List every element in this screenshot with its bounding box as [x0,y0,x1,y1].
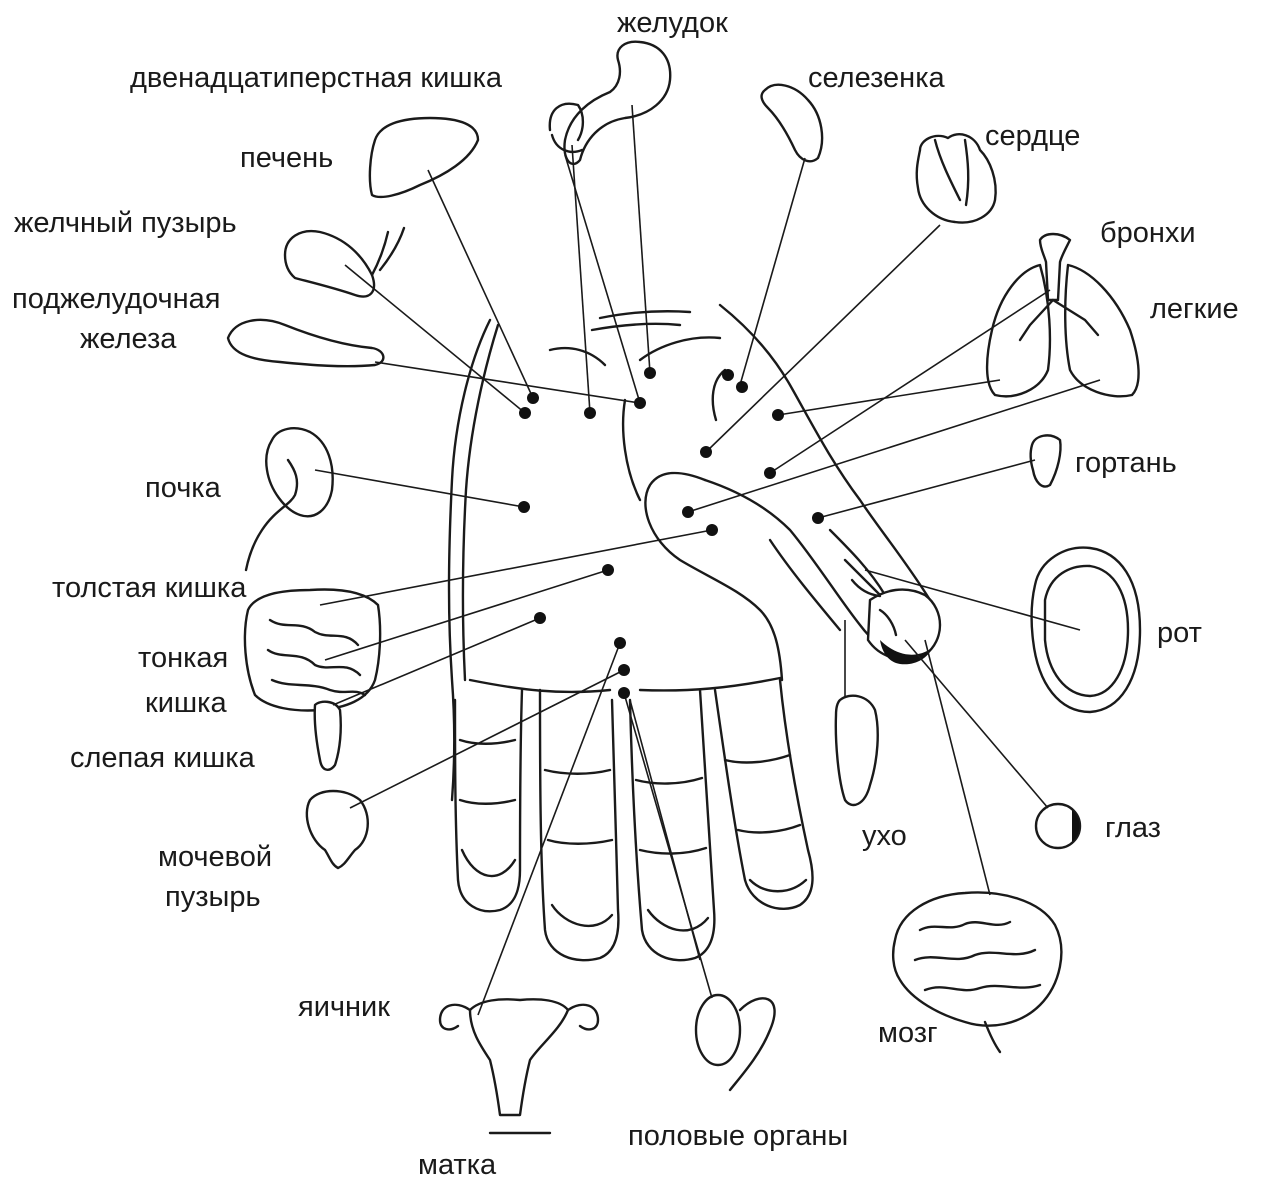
point-stomach [644,367,656,379]
point-bronchi [764,467,776,479]
label-ear: ухо [862,820,907,852]
label-mouth: рот [1157,617,1202,649]
point-spleen-2 [736,381,748,393]
larynx-icon [1031,435,1061,486]
point-liver [527,392,539,404]
ear-icon [836,696,878,805]
point-lungs-2 [682,506,694,518]
label-kidney: почка [145,472,222,504]
lungs-icon [987,265,1050,396]
liver-icon [370,118,478,197]
label-bronchi: бронхи [1100,217,1196,249]
label-lungs: легкие [1150,293,1239,325]
point-cecum [534,612,546,624]
label-duodenum: двенадцатиперстная кишка [130,62,503,94]
cecum-icon [315,702,341,770]
label-cecum: слепая кишка [70,742,256,774]
label-large-intestine: толстая кишка [52,572,247,604]
point-kidney [518,501,530,513]
label-eye: глаз [1105,812,1161,844]
point-spleen-1 [722,369,734,381]
label-bladder-line2: пузырь [165,881,261,913]
label-bladder-line1: мочевой [158,841,272,873]
bladder-icon [307,791,368,868]
point-heart [700,446,712,458]
label-gallbladder: желчный пузырь [14,207,237,239]
label-pancreas-line1: поджелудочная [12,283,221,315]
label-stomach: желудок [617,7,728,39]
point-larynx [812,512,824,524]
label-liver: печень [240,142,333,174]
pancreas-icon [228,320,383,366]
organ-drawings [228,42,1140,1133]
point-large-intestine [706,524,718,536]
heart-icon [917,134,996,222]
point-duodenum [584,407,596,419]
point-small-intestine [602,564,614,576]
spleen-icon [762,85,823,161]
label-heart: сердце [985,120,1080,152]
point-bladder [618,664,630,676]
point-gallbladder [519,407,531,419]
hand-outline [449,305,940,960]
point-ovary [614,637,626,649]
point-lungs-1 [772,409,784,421]
gallbladder-icon [285,231,374,296]
label-genitals: половые органы [628,1120,848,1152]
point-uterus [618,687,630,699]
genitals-icon [696,995,740,1065]
label-pancreas-line2: железа [80,323,177,355]
label-small-intestine-line2: кишка [145,687,227,719]
mouth-icon [1032,548,1140,712]
label-small-intestine-line1: тонкая [138,642,228,674]
label-uterus: матка [418,1149,497,1179]
label-spleen: селезенка [808,62,946,94]
label-ovary: яичник [298,991,390,1023]
label-larynx: гортань [1075,447,1177,479]
uterus-icon [470,999,568,1115]
stomach-icon [564,42,670,164]
leader-lines [315,105,1100,1015]
kidney-icon [266,428,332,516]
point-pancreas [634,397,646,409]
label-brain: мозг [878,1017,938,1049]
